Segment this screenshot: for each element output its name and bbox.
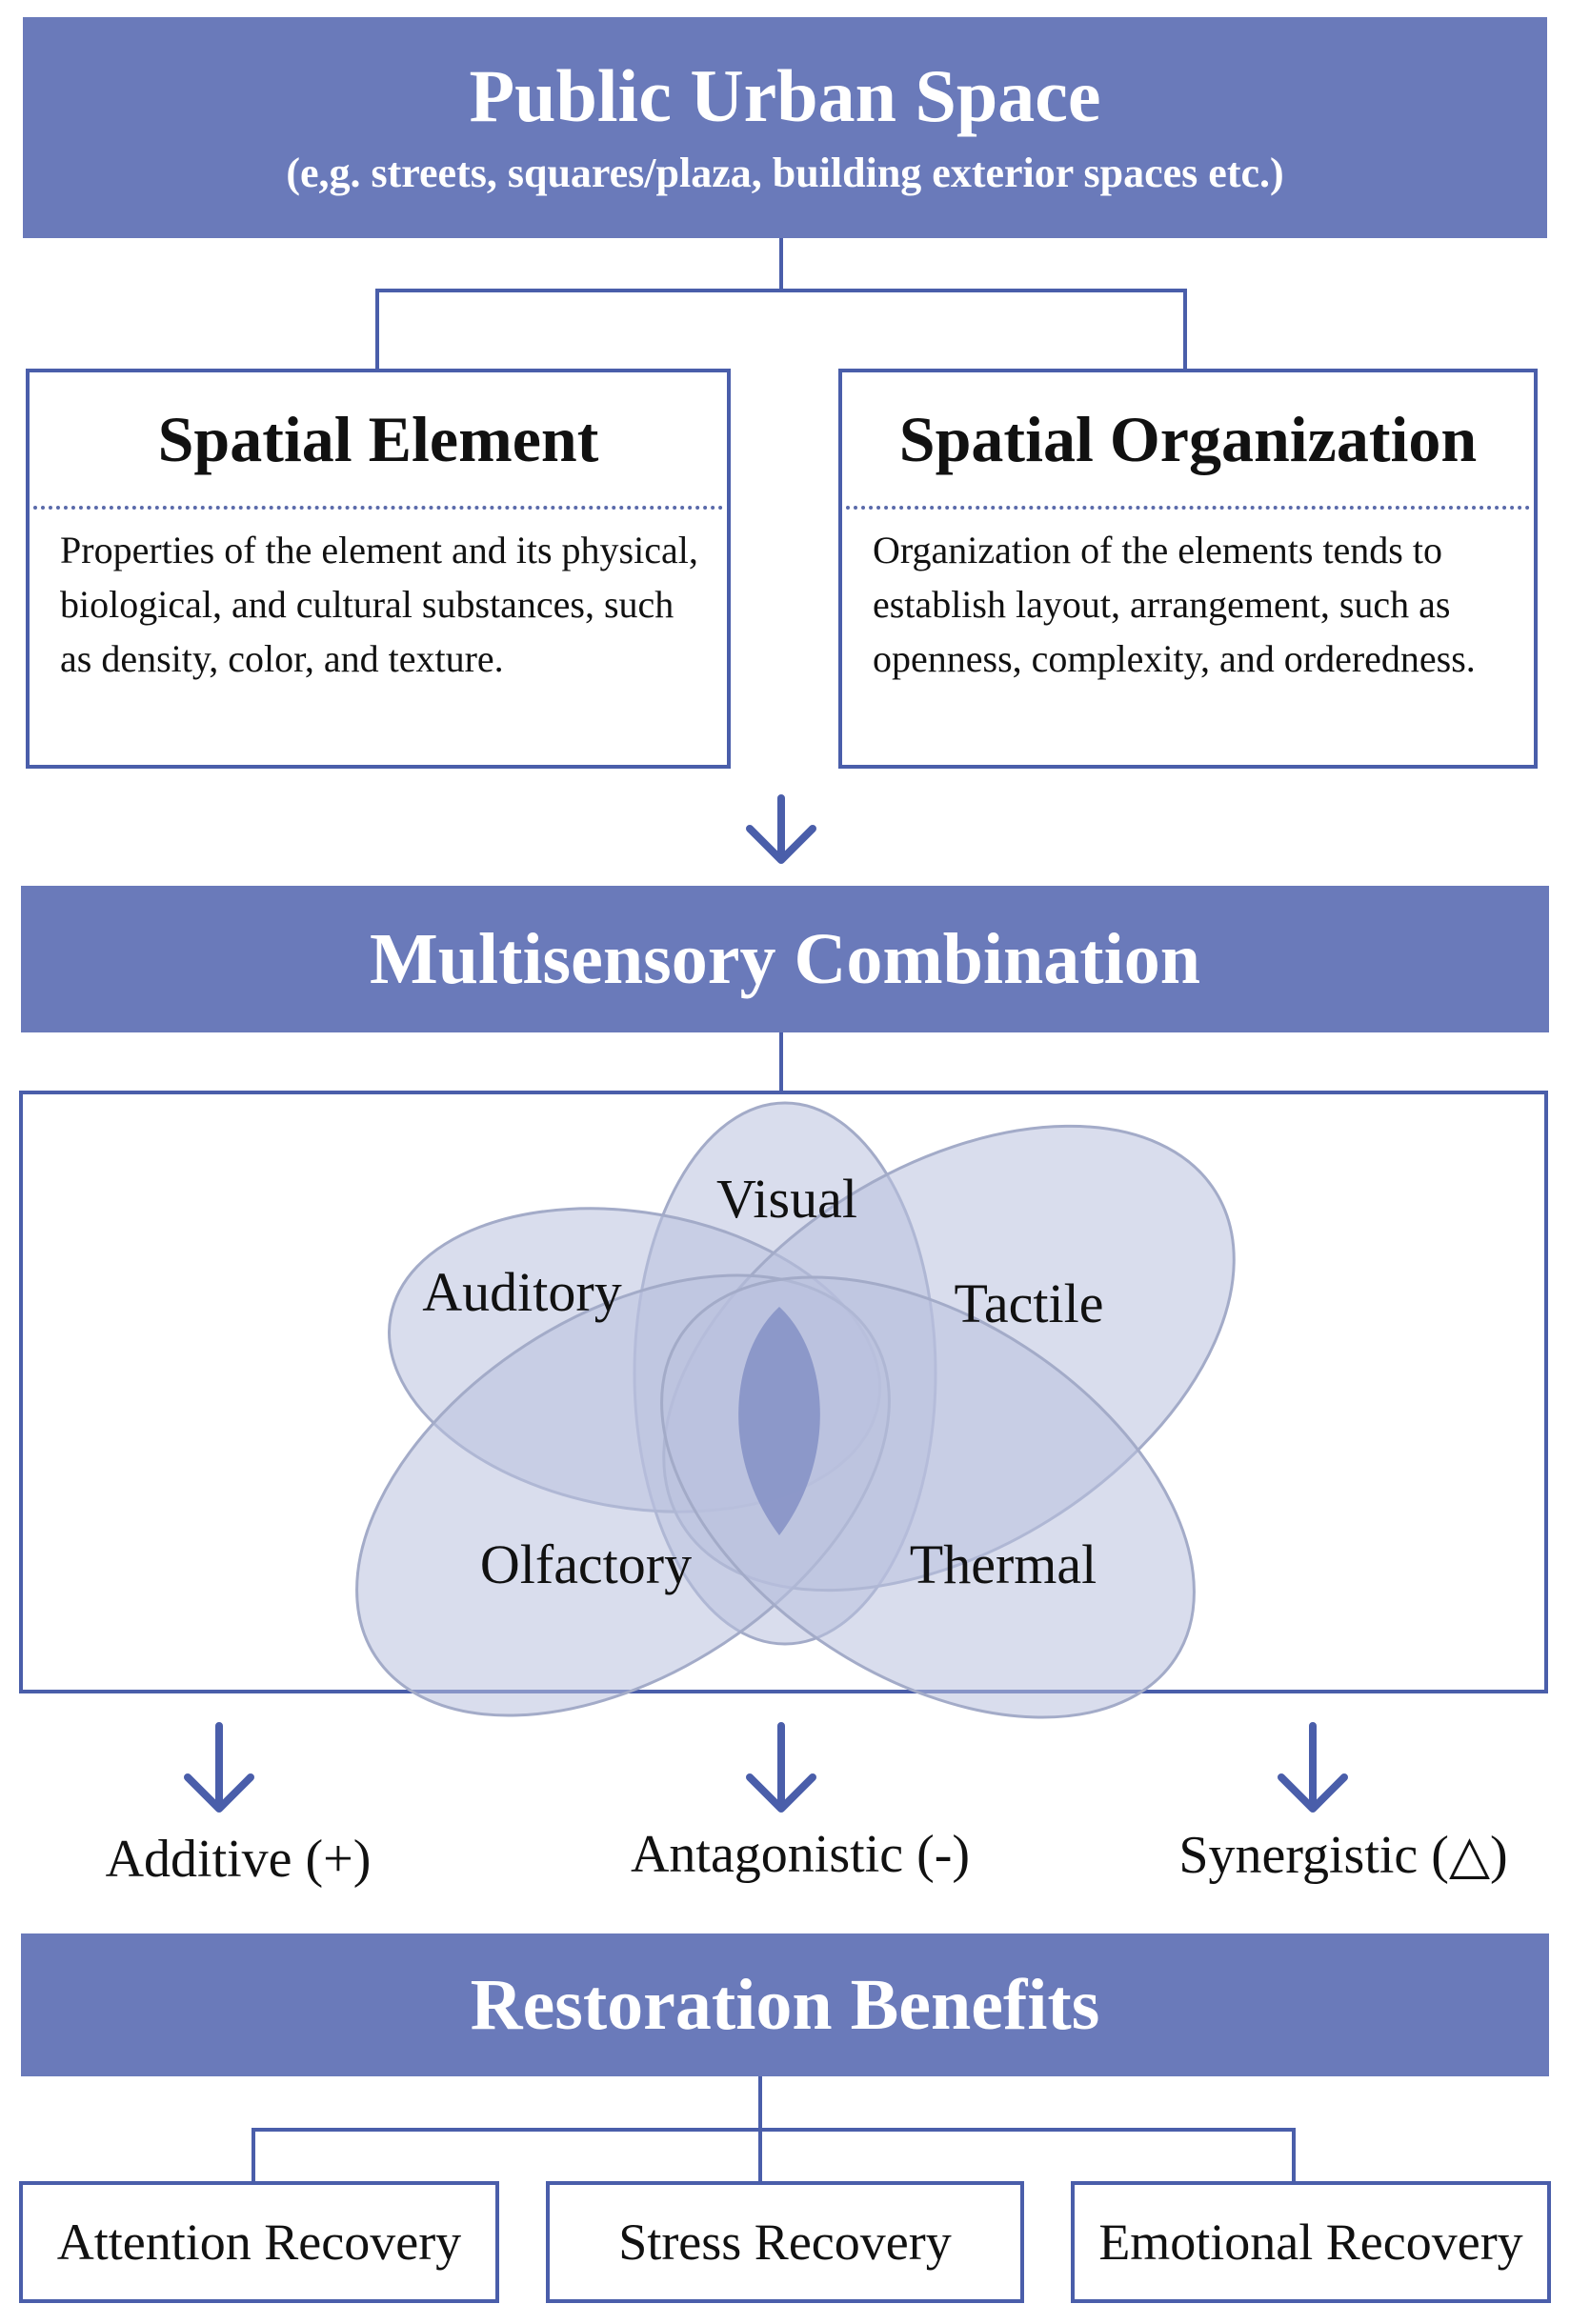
multisensory-title: Multisensory Combination	[370, 919, 1200, 999]
effect-antagonistic: Antagonistic (-)	[630, 1825, 971, 1884]
sense-label-olfactory: Olfactory	[480, 1533, 692, 1595]
sense-label-tactile: Tactile	[955, 1272, 1104, 1334]
multisensory-banner: Multisensory Combination	[21, 886, 1549, 1032]
spatial-element-description: Properties of the element and its physic…	[60, 529, 698, 680]
spatial-organization-box: Spatial Organization Organization of the…	[838, 369, 1538, 769]
connector-bottom	[252, 2076, 1296, 2183]
spatial-organization-title: Spatial Organization	[846, 372, 1530, 510]
venn-center	[738, 1307, 820, 1535]
public-urban-space-banner: Public Urban Space (e,g. streets, square…	[23, 17, 1547, 238]
arrow-down-icon	[1278, 1722, 1348, 1813]
page-title: Public Urban Space	[469, 54, 1101, 137]
spatial-organization-description: Organization of the elements tends to es…	[873, 529, 1476, 680]
stress-recovery-box: Stress Recovery	[546, 2181, 1024, 2303]
arrow-down-icon	[746, 1722, 816, 1813]
effect-synergistic: Synergistic (△)	[1178, 1826, 1508, 1885]
page-subtitle: (e,g. streets, squares/plaza, building e…	[286, 150, 1284, 196]
spatial-element-title: Spatial Element	[33, 372, 723, 510]
arrow-down-icon	[746, 794, 816, 864]
sense-label-visual: Visual	[716, 1168, 857, 1230]
attention-recovery-box: Attention Recovery	[19, 2181, 499, 2303]
sense-label-auditory: Auditory	[422, 1261, 621, 1323]
restoration-banner: Restoration Benefits	[21, 1933, 1549, 2076]
sense-label-thermal: Thermal	[910, 1533, 1097, 1595]
effect-additive: Additive (+)	[105, 1830, 372, 1889]
restoration-title: Restoration Benefits	[470, 1965, 1100, 2045]
connector-top	[375, 238, 1187, 371]
arrow-down-icon	[184, 1722, 254, 1813]
emotional-recovery-box: Emotional Recovery	[1071, 2181, 1551, 2303]
spatial-element-box: Spatial Element Properties of the elemen…	[26, 369, 731, 769]
